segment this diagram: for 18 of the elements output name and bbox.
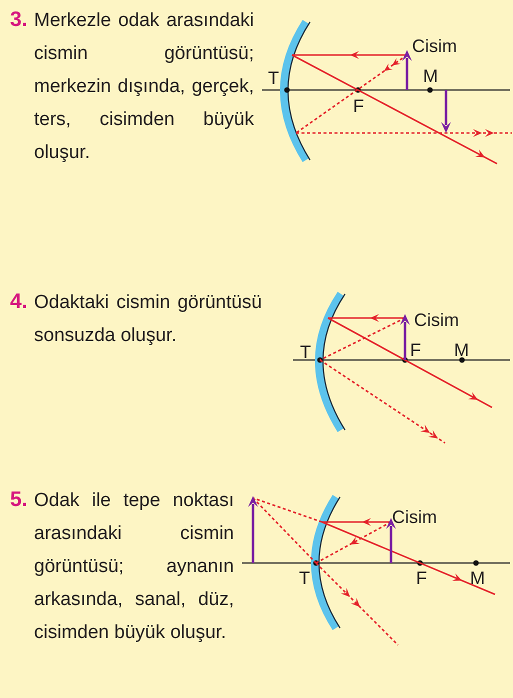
object-label: Cisim	[414, 310, 459, 331]
point-label: F	[410, 340, 421, 361]
point-label: T	[268, 68, 279, 89]
point-label: F	[416, 568, 427, 589]
step-number: 3.	[10, 8, 28, 32]
step-number: 4.	[10, 290, 28, 314]
object-label: Cisim	[392, 507, 437, 528]
point-label: T	[300, 342, 311, 363]
description-text: Merkezle odak arasındaki cismin görüntüsü; merkezin dışında, gerçek, ters, cisimden büyük oluşur.	[34, 9, 254, 165]
description-text: Odaktaki cismin görüntüsü sonsuzda oluşur.	[34, 291, 262, 348]
point-label: F	[353, 96, 364, 117]
point-label: M	[423, 66, 438, 87]
step-number: 5.	[10, 488, 28, 512]
point-label: M	[454, 340, 469, 361]
point-label: T	[299, 568, 310, 589]
object-label: Cisim	[412, 36, 457, 57]
description-text: Odak ile tepe noktası arasındaki cismin görüntüsü; aynanın arkasında, sanal, düz, cisimden büyük oluşur.	[34, 489, 234, 645]
point-label: M	[470, 568, 485, 589]
